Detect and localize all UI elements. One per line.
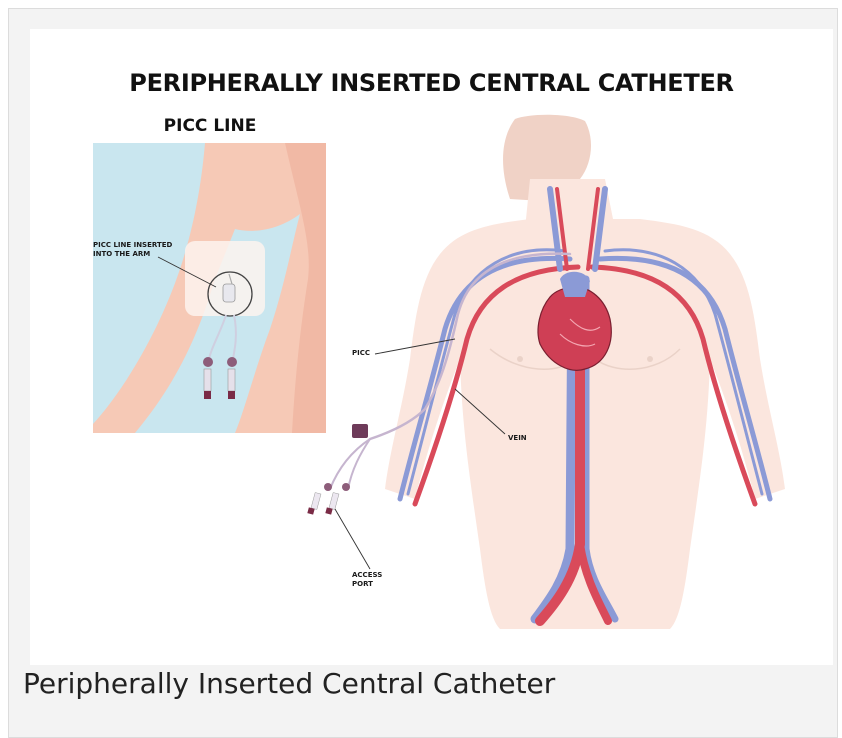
picc-illustration: PERIPHERALLY INSERTED CENTRAL CATHETER P… xyxy=(30,29,833,665)
image-card: PERIPHERALLY INSERTED CENTRAL CATHETER P… xyxy=(8,8,838,738)
label-picc-inserted: PICC LINE INSERTED INTO THE ARM xyxy=(93,241,172,259)
label-access-port: ACCESS PORT xyxy=(352,571,382,589)
image-caption: Peripherally Inserted Central Catheter xyxy=(23,667,555,700)
label-vein: VEIN xyxy=(508,434,527,443)
label-picc: PICC xyxy=(352,349,370,358)
figure-title: PERIPHERALLY INSERTED CENTRAL CATHETER xyxy=(30,69,833,97)
catheter-ports xyxy=(307,424,370,515)
arm-inset-panel xyxy=(93,143,326,433)
inset-title: PICC LINE xyxy=(90,116,330,136)
